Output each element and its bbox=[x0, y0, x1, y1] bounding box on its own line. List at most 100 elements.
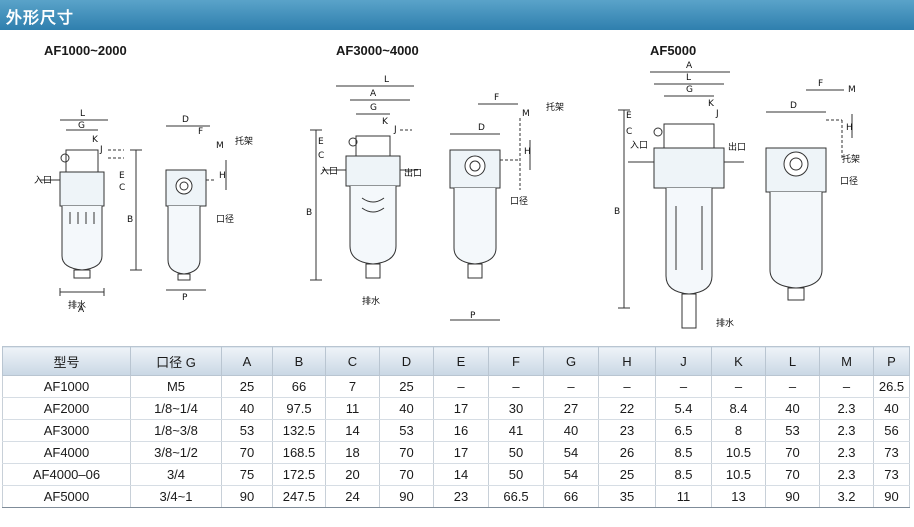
af3000-drain-label: 排水 bbox=[362, 295, 380, 307]
cell-L: 90 bbox=[765, 485, 820, 508]
cell-G: 27 bbox=[543, 397, 599, 420]
cell-J: 11 bbox=[655, 485, 712, 508]
dimension-drawings: AF1000~2000 AF3000~4000 AF5000 bbox=[0, 30, 914, 340]
af3000-dim-M: M bbox=[522, 109, 530, 119]
cell-H: 25 bbox=[598, 463, 656, 486]
af1000-dim-D: D bbox=[182, 115, 189, 125]
cell-M: 2.3 bbox=[819, 463, 874, 486]
cell-P: 90 bbox=[873, 485, 910, 508]
cell-port-size: 3/8~1/2 bbox=[130, 441, 222, 464]
cell-J: 8.5 bbox=[655, 463, 712, 486]
cell-M: – bbox=[819, 375, 874, 398]
af5000-dim-A: A bbox=[686, 61, 693, 71]
cell-M: 2.3 bbox=[819, 419, 874, 442]
diagram-labels: 入口 排水 A B L G K J E C D F M H 托架 口径 P 入口… bbox=[34, 61, 860, 329]
cell-P: 56 bbox=[873, 419, 910, 442]
cell-J: 8.5 bbox=[655, 441, 712, 464]
cell-E: 17 bbox=[433, 441, 489, 464]
cell-H: 23 bbox=[598, 419, 656, 442]
af1000-inlet-label: 入口 bbox=[34, 175, 52, 186]
af1000-dim-M: M bbox=[216, 141, 224, 151]
cell-K: 13 bbox=[711, 485, 766, 508]
cell-D: 53 bbox=[379, 419, 434, 442]
cell-A: 90 bbox=[221, 485, 273, 508]
cell-B: 66 bbox=[272, 375, 326, 398]
section-header-bar: 外形尺寸 bbox=[0, 0, 914, 30]
cell-F: 50 bbox=[488, 463, 544, 486]
cell-F: – bbox=[488, 375, 544, 398]
cell-E: 16 bbox=[433, 419, 489, 442]
af5000-dim-H: H bbox=[846, 123, 853, 133]
cell-L: – bbox=[765, 375, 820, 398]
col-header-K: K bbox=[711, 346, 766, 376]
col-header-F: F bbox=[488, 346, 544, 376]
cell-B: 97.5 bbox=[272, 397, 326, 420]
cell-C: 18 bbox=[325, 441, 380, 464]
af1000-front-view bbox=[40, 119, 142, 296]
cell-port-size: 3/4~1 bbox=[130, 485, 222, 508]
cell-H: 22 bbox=[598, 397, 656, 420]
af5000-bracket-label: 托架 bbox=[842, 153, 860, 165]
cell-port-size: 3/4 bbox=[130, 463, 222, 486]
cell-D: 90 bbox=[379, 485, 434, 508]
section-title: 外形尺寸 bbox=[6, 8, 75, 27]
af1000-dim-J: J bbox=[99, 145, 103, 155]
cell-model: AF4000 bbox=[2, 441, 131, 464]
cell-G: 66 bbox=[543, 485, 599, 508]
cell-A: 75 bbox=[221, 463, 273, 486]
col-header-H: H bbox=[598, 346, 656, 376]
af1000-dim-B: B bbox=[127, 215, 133, 225]
col-header-A: A bbox=[221, 346, 273, 376]
cell-E: – bbox=[433, 375, 489, 398]
cell-G: 40 bbox=[543, 419, 599, 442]
af3000-port-label: 口径 bbox=[510, 195, 528, 207]
cell-G: – bbox=[543, 375, 599, 398]
cell-model: AF5000 bbox=[2, 485, 131, 508]
af3000-dim-E: E bbox=[318, 137, 324, 147]
cell-K: 8.4 bbox=[711, 397, 766, 420]
af1000-bracket-label: 托架 bbox=[235, 135, 253, 147]
cell-port-size: 1/8~3/8 bbox=[130, 419, 222, 442]
cell-port-size: M5 bbox=[130, 375, 222, 398]
af1000-dim-G: G bbox=[78, 121, 85, 131]
drawings-svg: 入口 排水 A B L G K J E C D F M H 托架 口径 P 入口… bbox=[34, 61, 860, 329]
table-header-row: 型号 口径 G A B C D E F G H J K L M P bbox=[2, 346, 910, 376]
af3000-side-view bbox=[449, 103, 531, 321]
af3000-dim-B: B bbox=[306, 208, 312, 218]
af3000-front-view bbox=[310, 85, 418, 281]
af3000-dim-C: C bbox=[318, 151, 324, 161]
cell-K: – bbox=[711, 375, 766, 398]
af5000-dim-G: G bbox=[686, 85, 693, 95]
af1000-dim-H: H bbox=[219, 171, 226, 181]
af3000-dim-H: H bbox=[524, 147, 531, 157]
af1000-dim-P: P bbox=[182, 293, 188, 303]
cell-model: AF2000 bbox=[2, 397, 131, 420]
af5000-dim-L: L bbox=[686, 73, 691, 83]
af5000-dim-M: M bbox=[848, 85, 856, 95]
cell-B: 247.5 bbox=[272, 485, 326, 508]
col-header-P: P bbox=[873, 346, 910, 376]
af1000-dim-L: L bbox=[80, 109, 85, 119]
cell-D: 70 bbox=[379, 463, 434, 486]
cell-P: 26.5 bbox=[873, 375, 910, 398]
cell-C: 11 bbox=[325, 397, 380, 420]
cell-A: 70 bbox=[221, 441, 273, 464]
cell-H: 35 bbox=[598, 485, 656, 508]
cell-K: 10.5 bbox=[711, 441, 766, 464]
af5000-dim-C: C bbox=[626, 127, 632, 137]
af3000-dim-J: J bbox=[393, 125, 397, 135]
cell-D: 40 bbox=[379, 397, 434, 420]
cell-H: 26 bbox=[598, 441, 656, 464]
af3000-4000-title: AF3000~4000 bbox=[336, 43, 419, 58]
cell-E: 23 bbox=[433, 485, 489, 508]
cell-K: 8 bbox=[711, 419, 766, 442]
af3000-dim-D: D bbox=[478, 123, 485, 133]
af5000-port-label: 口径 bbox=[840, 175, 858, 187]
cell-C: 14 bbox=[325, 419, 380, 442]
cell-K: 10.5 bbox=[711, 463, 766, 486]
af5000-dim-K: K bbox=[708, 99, 715, 109]
cell-E: 17 bbox=[433, 397, 489, 420]
af1000-dim-A: A bbox=[78, 305, 85, 315]
cell-J: 6.5 bbox=[655, 419, 712, 442]
